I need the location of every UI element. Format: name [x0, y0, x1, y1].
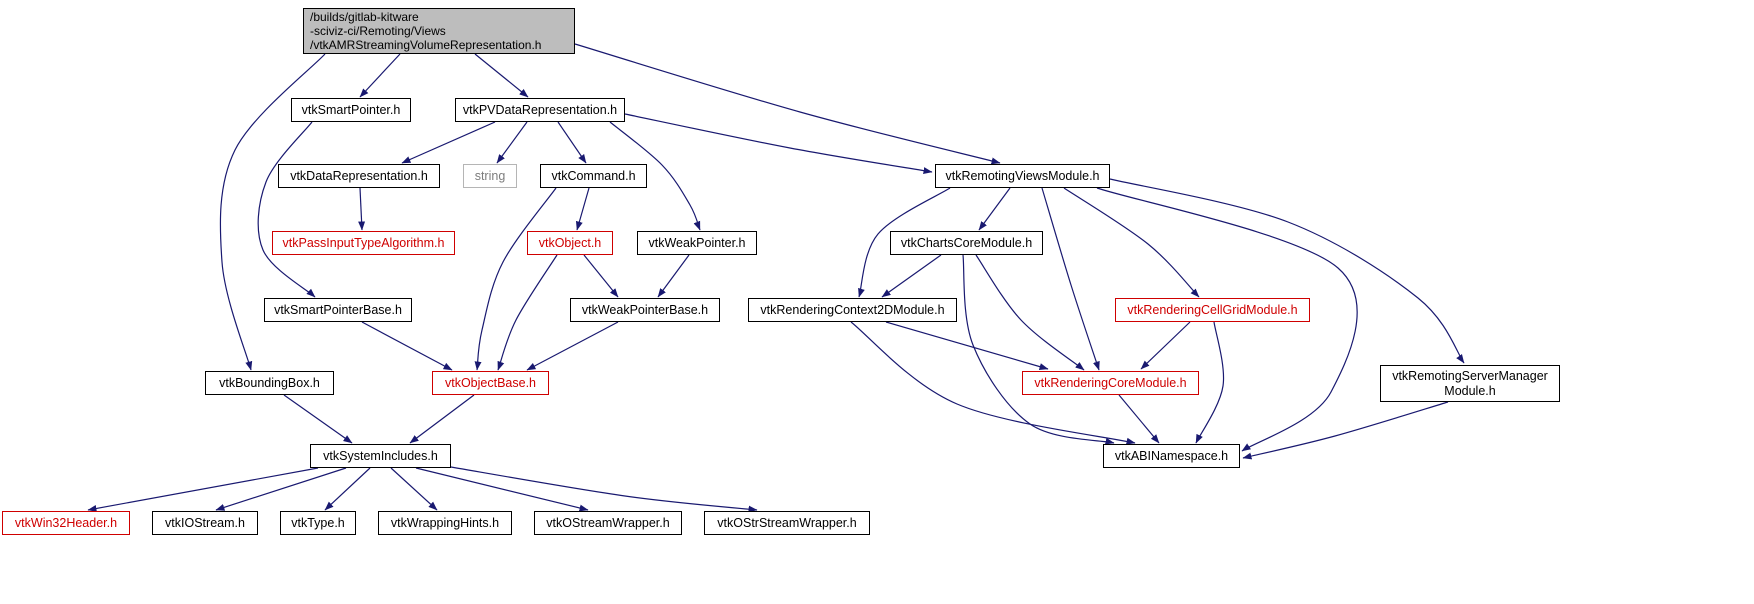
node-label: vtkType.h — [291, 515, 345, 530]
edge-context2d-to-renderingcore — [885, 321, 1049, 370]
node-abinamespace[interactable]: vtkABINamespace.h — [1103, 444, 1240, 468]
node-label: vtkObjectBase.h — [444, 375, 536, 390]
node-weakpointerbase[interactable]: vtkWeakPointerBase.h — [570, 298, 720, 322]
edge-main-to-smartpointer — [359, 53, 401, 98]
node-label: vtkOStreamWrapper.h — [546, 515, 670, 530]
node-label: vtkRemotingViewsModule.h — [945, 168, 1100, 183]
node-weakpointer[interactable]: vtkWeakPointer.h — [637, 231, 757, 255]
node-label: vtkDataRepresentation.h — [290, 168, 428, 183]
edge-servermanager-to-abinamespace — [1242, 401, 1449, 460]
node-datarep[interactable]: vtkDataRepresentation.h — [278, 164, 440, 188]
node-objectbase[interactable]: vtkObjectBase.h — [432, 371, 549, 395]
node-chartscore[interactable]: vtkChartsCoreModule.h — [890, 231, 1043, 255]
node-smartpointerbase[interactable]: vtkSmartPointerBase.h — [264, 298, 412, 322]
edge-smartpointerbase-to-objectbase — [361, 321, 453, 371]
node-iostream[interactable]: vtkIOStream.h — [152, 511, 258, 535]
node-label: -sciviz-ci/Remoting/Views — [310, 24, 446, 38]
edge-renderingcore-to-abinamespace — [1118, 394, 1160, 444]
node-wrappinghints[interactable]: vtkWrappingHints.h — [378, 511, 512, 535]
node-systemincludes[interactable]: vtkSystemIncludes.h — [310, 444, 451, 468]
node-label: vtkRemotingServerManager — [1392, 368, 1548, 383]
edge-remotingviews-to-chartscore — [978, 187, 1011, 231]
edge-boundingbox-to-systemincludes — [283, 394, 353, 444]
node-label: Module.h — [1444, 383, 1496, 398]
edge-remotingviews-to-abinamespace — [1096, 187, 1358, 452]
node-label: vtkPVDataRepresentation.h — [462, 102, 618, 117]
node-command[interactable]: vtkCommand.h — [540, 164, 647, 188]
edge-chartscore-to-context2d — [881, 254, 942, 298]
node-label: vtkWin32Header.h — [14, 515, 118, 530]
edge-remotingviews-to-servermanager — [1109, 178, 1465, 364]
edge-cellgrid-to-renderingcore — [1140, 321, 1191, 370]
edge-chartscore-to-renderingcore — [975, 254, 1085, 371]
node-label: vtkPassInputTypeAlgorithm.h — [282, 235, 445, 250]
node-ostrstreamwrapper[interactable]: vtkOStrStreamWrapper.h — [704, 511, 870, 535]
node-renderingcore[interactable]: vtkRenderingCoreModule.h — [1022, 371, 1199, 395]
node-label: string — [474, 168, 506, 183]
node-label: vtkSmartPointerBase.h — [274, 302, 402, 317]
node-win32[interactable]: vtkWin32Header.h — [2, 511, 130, 535]
edge-weakpointerbase-to-objectbase — [526, 321, 619, 371]
edge-main-to-boundingbox — [219, 53, 326, 371]
node-label: vtkWeakPointerBase.h — [581, 302, 709, 317]
node-label: vtkCommand.h — [551, 168, 636, 183]
node-label: vtkOStrStreamWrapper.h — [717, 515, 857, 530]
node-label: vtkIOStream.h — [165, 515, 245, 530]
edge-object-to-weakpointerbase — [583, 254, 619, 298]
edge-systemincludes-to-ostrstreamwrapper — [444, 465, 758, 513]
edge-weakpointer-to-weakpointerbase — [657, 254, 690, 298]
node-label: vtkRenderingCoreModule.h — [1034, 375, 1187, 390]
edge-main-to-pvdatarep — [474, 53, 529, 98]
node-cellgrid[interactable]: vtkRenderingCellGridModule.h — [1115, 298, 1310, 322]
edge-systemincludes-to-iostream — [215, 467, 347, 511]
node-context2d[interactable]: vtkRenderingContext2DModule.h — [748, 298, 957, 322]
edge-pvdatarep-to-datarep — [401, 121, 496, 164]
node-label: vtkBoundingBox.h — [219, 375, 320, 390]
node-label: vtkRenderingCellGridModule.h — [1127, 302, 1298, 317]
edge-command-to-object — [575, 187, 590, 231]
node-label: vtkSmartPointer.h — [301, 102, 401, 117]
node-pvdatarep[interactable]: vtkPVDataRepresentation.h — [455, 98, 625, 122]
edge-objectbase-to-systemincludes — [409, 394, 475, 444]
node-ostreamwrapper[interactable]: vtkOStreamWrapper.h — [534, 511, 682, 535]
edge-chartscore-to-abinamespace — [962, 254, 1115, 445]
edge-cellgrid-to-abinamespace — [1195, 321, 1225, 444]
edge-pvdatarep-to-command — [557, 121, 587, 164]
node-smartpointer[interactable]: vtkSmartPointer.h — [291, 98, 411, 122]
edge-systemincludes-to-type — [324, 467, 371, 511]
node-object[interactable]: vtkObject.h — [527, 231, 613, 255]
node-label: vtkWrappingHints.h — [390, 515, 500, 530]
edge-context2d-to-abinamespace — [850, 321, 1136, 445]
node-label: vtkObject.h — [538, 235, 602, 250]
edge-remotingviews-to-renderingcore — [1041, 187, 1100, 371]
edge-main-to-remotingviews — [574, 43, 1001, 165]
edge-command-to-objectbase — [474, 187, 557, 371]
node-type[interactable]: vtkType.h — [280, 511, 356, 535]
edge-remotingviews-to-context2d — [858, 187, 951, 298]
node-remotingviews[interactable]: vtkRemotingViewsModule.h — [935, 164, 1110, 188]
edge-systemincludes-to-win32 — [87, 467, 319, 512]
edge-pvdatarep-to-weakpointer — [609, 121, 701, 231]
edge-remotingviews-to-cellgrid — [1063, 187, 1200, 298]
node-boundingbox[interactable]: vtkBoundingBox.h — [205, 371, 334, 395]
node-label: vtkChartsCoreModule.h — [900, 235, 1033, 250]
edge-datarep-to-passinput — [358, 187, 366, 231]
edge-pvdatarep-to-remotingviews — [624, 113, 933, 175]
edge-pvdatarep-to-string — [496, 121, 528, 164]
node-passinput[interactable]: vtkPassInputTypeAlgorithm.h — [272, 231, 455, 255]
node-string: string — [463, 164, 517, 188]
node-main: /builds/gitlab-kitware-sciviz-ci/Remotin… — [303, 8, 575, 54]
node-label: vtkABINamespace.h — [1114, 448, 1229, 463]
edge-smartpointer-to-smartpointerbase — [257, 121, 316, 298]
node-label: vtkRenderingContext2DModule.h — [760, 302, 945, 317]
edge-systemincludes-to-wrappinghints — [390, 467, 438, 511]
edge-systemincludes-to-ostreamwrapper — [415, 467, 589, 512]
node-label: /builds/gitlab-kitware — [310, 10, 419, 24]
edge-object-to-objectbase — [497, 254, 558, 371]
node-label: vtkWeakPointer.h — [648, 235, 746, 250]
node-label: /vtkAMRStreamingVolumeRepresentation.h — [310, 38, 542, 52]
node-label: vtkSystemIncludes.h — [323, 448, 438, 463]
